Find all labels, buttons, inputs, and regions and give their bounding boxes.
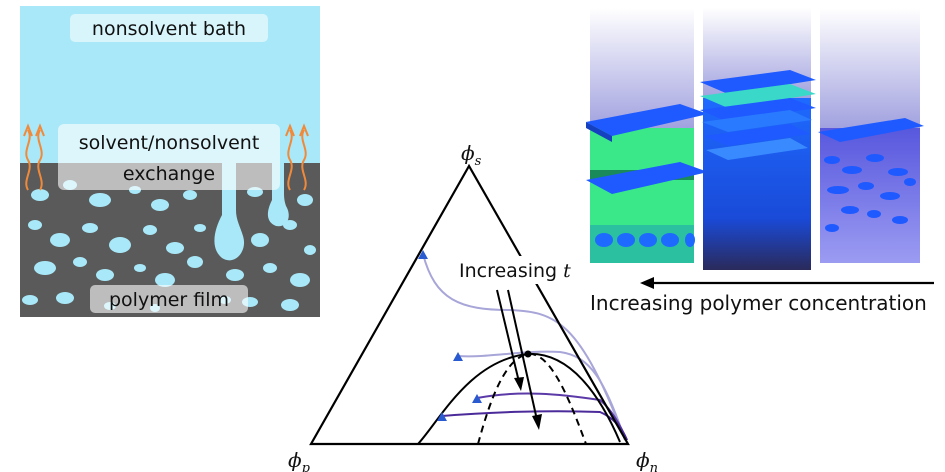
annotation-var: t: [563, 260, 571, 282]
ternary-triangle: [309, 163, 630, 446]
film-label: polymer film: [109, 289, 229, 311]
snapshot-mid-concentration: [700, 8, 816, 270]
time-arrow-1: [496, 289, 520, 383]
initial-state-markers: [418, 250, 482, 421]
exchange-label-box: [58, 124, 280, 190]
time-arrow-1-head: [514, 377, 524, 391]
snapshot-low-concentration: [818, 8, 924, 263]
macrovoid-large: [214, 163, 245, 261]
vertex-polymer-label: ϕp: [288, 448, 311, 472]
time-arrow-2: [507, 289, 538, 421]
vertex-solvent-label: ϕs: [461, 141, 482, 169]
film-label-box: [90, 285, 248, 313]
spinodal-curve: [477, 352, 587, 445]
concentration-arrow-head: [640, 277, 654, 289]
snapshot-high-concentration: [586, 8, 708, 263]
simulation-snapshots: Increasing polymer concentration: [586, 8, 934, 315]
concentration-caption: Increasing polymer concentration: [590, 291, 927, 315]
exchange-label-line1: solvent/nonsolvent: [79, 132, 260, 154]
time-arrow-2-head: [532, 414, 542, 430]
exchange-arrows: [23, 123, 309, 191]
exchange-label-line2: exchange: [123, 163, 215, 185]
critical-point: [524, 350, 532, 358]
trajectory-1: [422, 253, 626, 441]
vertex-nonsolvent-label: ϕn: [636, 448, 658, 472]
annotation-text: Increasing: [459, 260, 563, 282]
bath-label-box: [70, 14, 268, 42]
annotation-bg: [453, 256, 575, 284]
trajectory-2: [457, 350, 626, 441]
membrane-schematic: nonsolvent bath solvent/nonsolvent excha…: [20, 6, 320, 317]
trajectory-3: [476, 392, 628, 441]
ternary-diagram: Increasing t ϕs ϕp ϕn: [288, 141, 658, 472]
bath-label: nonsolvent bath: [92, 18, 246, 40]
increasing-t-annotation: Increasing t: [459, 260, 571, 282]
